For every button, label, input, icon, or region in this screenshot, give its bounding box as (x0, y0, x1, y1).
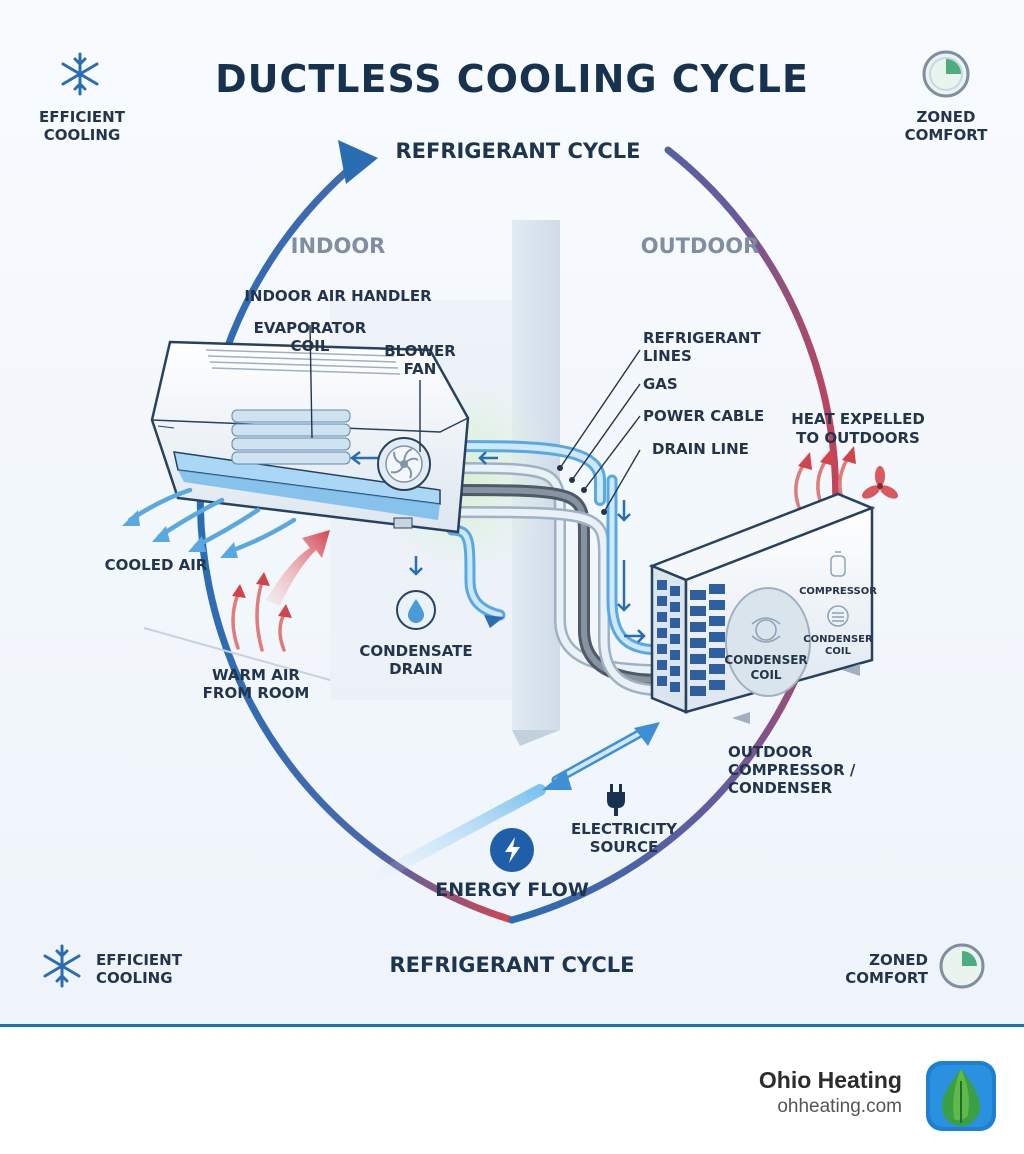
diagram-area: DUCTLESS COOLING CYCLE REFRIGERANT CYCLE… (0, 0, 1024, 1024)
zone-indoor: INDOOR (291, 234, 386, 258)
flow-arrow (624, 629, 646, 643)
energy-glow (366, 784, 546, 886)
cycle-label-bottom: REFRIGERANT CYCLE (389, 953, 634, 977)
label-heat-2: TO OUTDOORS (796, 429, 920, 447)
water-drop-icon (396, 590, 436, 630)
label-warm-air-2: FROM ROOM (203, 684, 310, 702)
leaf-drop-icon (926, 1061, 996, 1131)
compressor-icon (830, 551, 846, 577)
outdoor-grille (657, 580, 680, 692)
condensate-arrow (409, 556, 423, 576)
label-outdoor-3: CONDENSER (728, 779, 833, 797)
refrigerant-ring-left (196, 156, 516, 924)
label-electricity-1: ELECTRICITY (571, 820, 678, 838)
outdoor-grille-front (690, 584, 725, 696)
warm-air-big-arrow (266, 530, 330, 606)
evaporator-coil (231, 409, 351, 465)
label-gas: GAS (643, 375, 678, 393)
label-evaporator-2: COIL (291, 337, 330, 355)
wall-base (512, 730, 560, 746)
corner-tr-line2: COMFORT (905, 126, 989, 144)
snowflake-icon (43, 944, 81, 988)
brand-block: Ohio Heating ohheating.com (759, 1067, 902, 1118)
cooling-cycle-diagram: DUCTLESS COOLING CYCLE REFRIGERANT CYCLE… (39, 50, 989, 989)
corner-tr-line1: ZONED (917, 108, 976, 126)
corner-bl-line1: EFFICIENT (96, 951, 183, 969)
corner-tl-line1: EFFICIENT (39, 108, 126, 126)
corner-bl-line2: COOLING (96, 969, 173, 987)
label-power-cable: POWER CABLE (643, 407, 764, 425)
label-outdoor-1: OUTDOOR (728, 743, 813, 761)
lightning-icon (490, 828, 534, 872)
label-outdoor-2: COMPRESSOR / (728, 761, 856, 779)
label-cooled-air: COOLED AIR (105, 556, 208, 574)
cycle-label-top: REFRIGERANT CYCLE (395, 139, 640, 163)
brand-url[interactable]: ohheating.com (777, 1096, 902, 1117)
label-condenser-coil-2: COIL (750, 668, 781, 682)
label-electricity-2: SOURCE (590, 838, 659, 856)
return-arrow (478, 451, 498, 465)
label-energy-flow: ENERGY FLOW (435, 879, 589, 901)
indoor-air-handler (150, 340, 470, 534)
label-indoor-air-handler: INDOOR AIR HANDLER (244, 287, 432, 305)
leader-evaporator (309, 324, 313, 439)
outdoor-compressor-unit (648, 492, 876, 724)
leader-lines (559, 349, 641, 513)
label-compressor: COMPRESSOR (799, 586, 877, 597)
floor-line (143, 627, 331, 681)
label-condensate-1: CONDENSATE (359, 642, 472, 660)
zone-outdoor: OUTDOOR (641, 234, 760, 258)
label-heat-1: HEAT EXPELLED (791, 410, 925, 428)
zone-gauge-icon (939, 943, 985, 989)
corner-br-line2: COMFORT (845, 969, 929, 987)
fan-icon (861, 466, 899, 499)
flow-arrow (617, 500, 631, 522)
label-blower-2: FAN (404, 360, 437, 378)
zone-gauge-icon (922, 50, 970, 98)
label-refrigerant-lines-1: REFRIGERANT (643, 329, 761, 347)
footer: Ohio Heating ohheating.com (0, 1024, 1024, 1154)
label-refrigerant-lines-2: LINES (643, 347, 692, 365)
flow-arrow (617, 560, 631, 612)
refrigerant-line-bundle (446, 440, 666, 696)
warm-air-arrows (231, 580, 286, 652)
page-title: DUCTLESS COOLING CYCLE (215, 57, 809, 101)
blower-fan (377, 437, 431, 491)
label-warm-air-1: WARM AIR (212, 666, 300, 684)
corner-br-line1: ZONED (869, 951, 928, 969)
plug-icon (607, 784, 625, 816)
label-evaporator-1: EVAPORATOR (254, 319, 367, 337)
label-condenser-coil-small-2: COIL (825, 646, 852, 657)
label-condenser-coil-1: CONDENSER (724, 653, 807, 667)
refrigerant-ring-arrow (338, 140, 378, 184)
corner-tl-line2: COOLING (44, 126, 121, 144)
snowflake-icon (61, 52, 99, 96)
condenser-coil-icon (751, 617, 781, 643)
energy-double-arrow (542, 722, 660, 790)
coil-icon (827, 605, 849, 627)
drain-arrow (484, 615, 504, 628)
label-condenser-coil-small-1: CONDENSER (803, 634, 873, 645)
cooled-air-heads (122, 510, 238, 558)
brand-name: Ohio Heating (758, 1067, 902, 1093)
label-condensate-2: DRAIN (389, 660, 443, 678)
label-drain-line: DRAIN LINE (652, 440, 749, 458)
label-blower-1: BLOWER (384, 342, 456, 360)
